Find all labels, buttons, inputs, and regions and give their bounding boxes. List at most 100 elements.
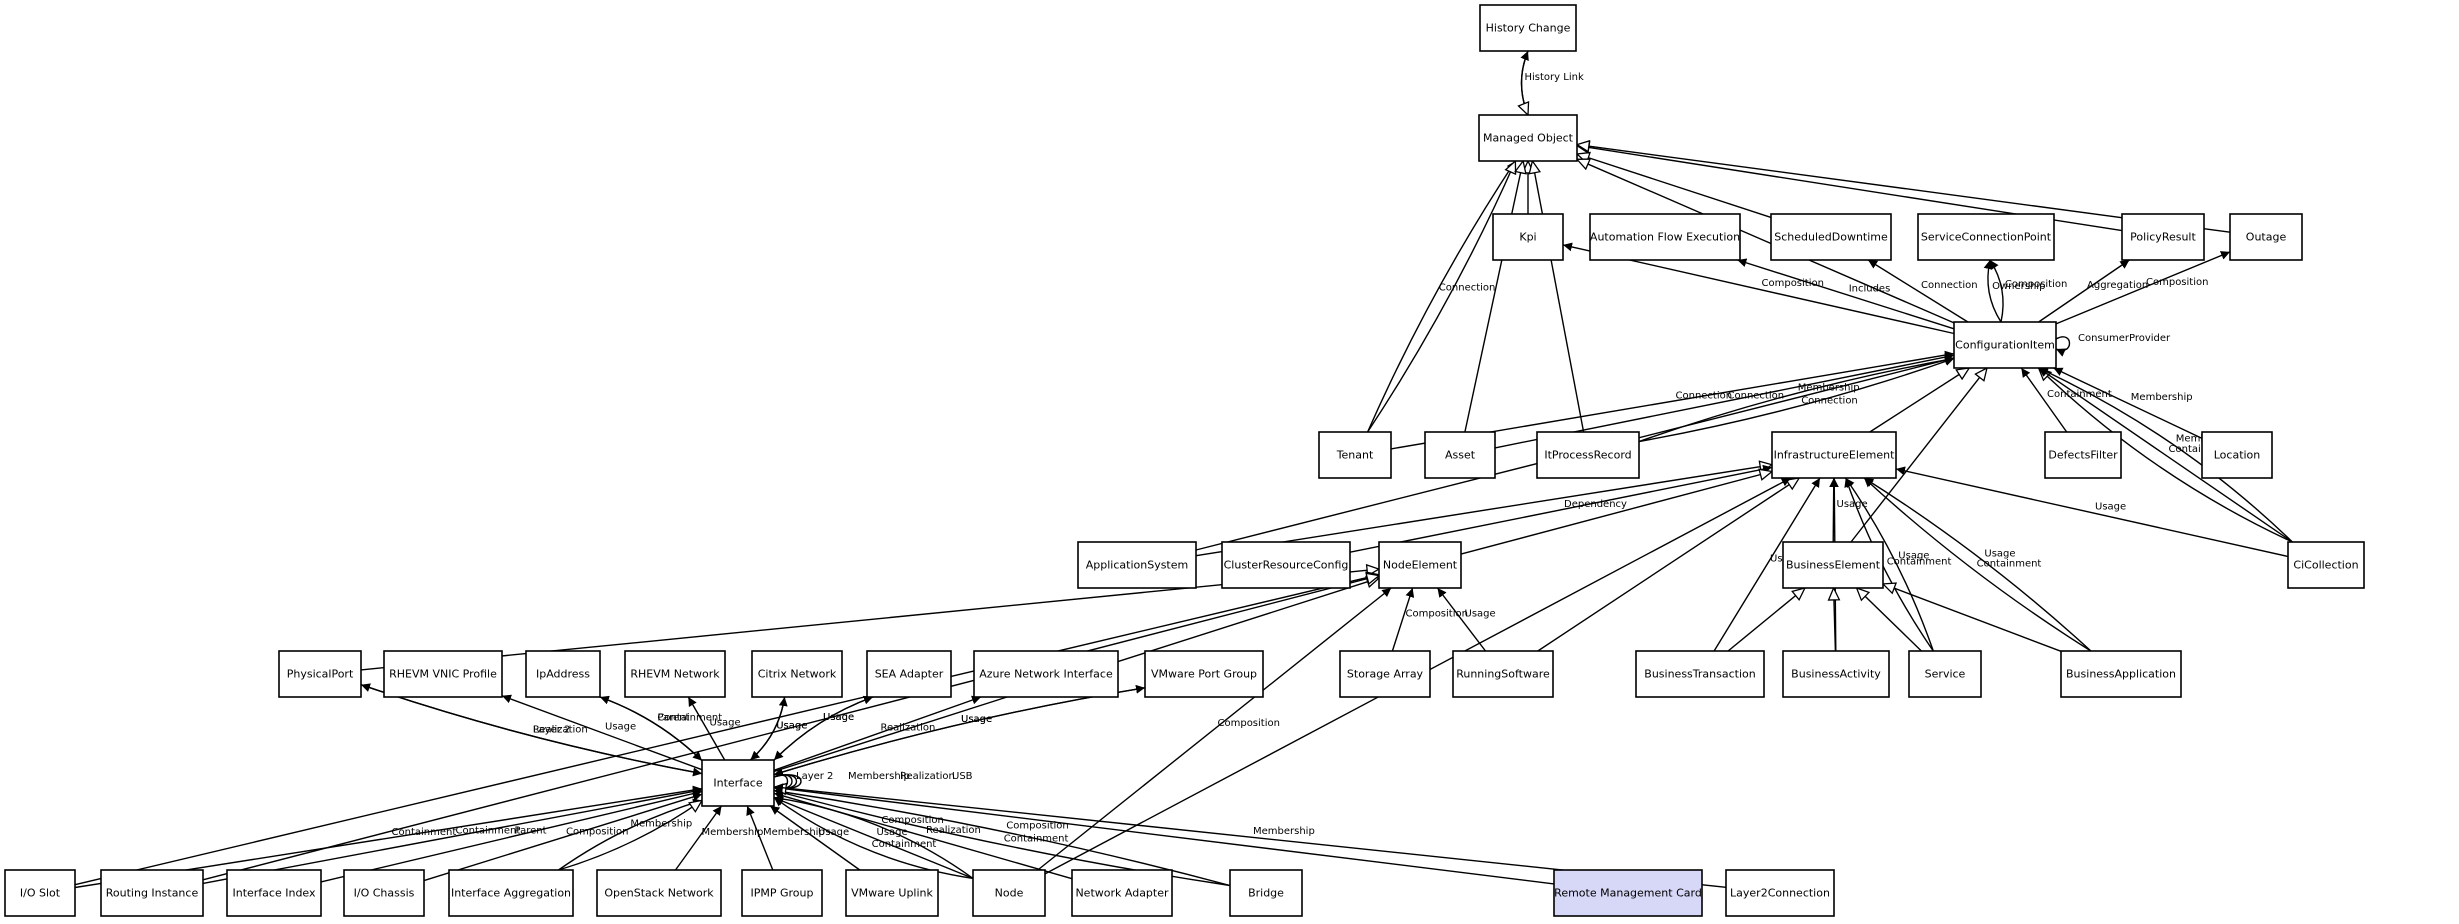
edge-interface-index-to-interface: Parent (320, 789, 703, 883)
edge-label: Usage (823, 712, 854, 723)
node-asset[interactable]: Asset (1424, 431, 1496, 479)
edge-label: Realization (881, 723, 936, 734)
edge-line (2055, 336, 2071, 357)
node-box (1077, 541, 1197, 589)
node-defects-filter[interactable]: DefectsFilter (2044, 431, 2122, 479)
node-vmware-port-group[interactable]: VMware Port Group (1144, 650, 1264, 698)
node-label: PhysicalPort (287, 668, 354, 681)
node-cluster-resource-config[interactable]: ClusterResourceConfig (1221, 541, 1351, 589)
node-storage-array[interactable]: Storage Array (1339, 650, 1431, 698)
node-interface[interactable]: Interface (701, 759, 775, 807)
edge-label: Containment (872, 839, 937, 850)
edge-business-activity-to-business-element (1834, 588, 1836, 652)
node-label: Remote Management Card (1554, 887, 1702, 900)
node-io-chassis[interactable]: I/O Chassis (343, 869, 425, 917)
edge-line (1863, 477, 2092, 652)
node-io-slot[interactable]: I/O Slot (4, 869, 76, 917)
node-ipmp-group[interactable]: IPMP Group (741, 869, 823, 917)
edge-location-to-configuration-item: Membership (2053, 367, 2203, 440)
node-configuration-item[interactable]: ConfigurationItem (1953, 321, 2057, 369)
edge-ipmp-group-to-interface: Membership (746, 805, 825, 871)
node-azure-network-interface[interactable]: Azure Network Interface (973, 650, 1119, 698)
node-label: Asset (1445, 449, 1476, 462)
node-policy-result[interactable]: PolicyResult (2121, 213, 2205, 261)
edge-label: Containment (1887, 556, 1952, 567)
node-label: Location (2214, 449, 2261, 462)
edge-line (773, 687, 1146, 777)
node-business-transaction[interactable]: BusinessTransaction (1635, 650, 1765, 698)
edge-label: Containment (657, 712, 722, 723)
node-managed-object[interactable]: Managed Object (1478, 114, 1578, 162)
node-network-adapter[interactable]: Network Adapter (1071, 869, 1173, 917)
node-label: Routing Instance (106, 887, 199, 900)
edge-line (2038, 367, 2293, 543)
node-node[interactable]: Node (972, 869, 1046, 917)
edge-line (558, 800, 703, 871)
node-label: Bridge (1248, 887, 1284, 900)
node-label: ClusterResourceConfig (1224, 559, 1349, 572)
edge-label: Membership (848, 771, 910, 782)
node-location[interactable]: Location (2201, 431, 2273, 479)
edge-label: Usage (1984, 548, 2015, 559)
node-application-system[interactable]: ApplicationSystem (1077, 541, 1197, 589)
edge-line (1436, 587, 1487, 652)
edge-label: Containment (456, 826, 521, 837)
node-running-software[interactable]: RunningSoftware (1452, 650, 1554, 698)
node-history-change[interactable]: History Change (1479, 4, 1577, 52)
node-bridge[interactable]: Bridge (1229, 869, 1303, 917)
node-vmware-uplink[interactable]: VMware Uplink (845, 869, 939, 917)
node-box (973, 650, 1119, 698)
node-box (1536, 431, 1640, 479)
edge-label: Connection (1921, 280, 1978, 291)
node-openstack-network[interactable]: OpenStack Network (596, 869, 722, 917)
node-kpi[interactable]: Kpi (1492, 213, 1564, 261)
node-box (2287, 541, 2365, 589)
node-ip-address[interactable]: IpAddress (525, 650, 601, 698)
node-sea-adapter[interactable]: SEA Adapter (866, 650, 952, 698)
edge-scheduled-downtime-to-managed-object (1577, 154, 1772, 219)
node-interface-index[interactable]: Interface Index (226, 869, 322, 917)
node-service-connection-point[interactable]: ServiceConnectionPoint (1917, 213, 2055, 261)
node-scheduled-downtime[interactable]: ScheduledDowntime (1770, 213, 1892, 261)
node-routing-instance[interactable]: Routing Instance (100, 869, 204, 917)
node-infrastructure-element[interactable]: InfrastructureElement (1771, 431, 1897, 479)
edge-line (2055, 251, 2231, 325)
edge-label: Usage (710, 718, 741, 729)
node-itprocess-record[interactable]: ItProcessRecord (1536, 431, 1640, 479)
node-tenant[interactable]: Tenant (1318, 431, 1392, 479)
node-business-element[interactable]: BusinessElement (1782, 541, 1884, 589)
edge-label: Usage (2095, 502, 2126, 513)
node-service[interactable]: Service (1908, 650, 1982, 698)
node-citrix-network[interactable]: Citrix Network (751, 650, 843, 698)
edge-label: Layer 2 (533, 724, 570, 735)
node-interface-aggregation[interactable]: Interface Aggregation (448, 869, 574, 917)
edge-line (1869, 368, 1969, 433)
node-physical-port[interactable]: PhysicalPort (278, 650, 362, 698)
node-node-element[interactable]: NodeElement (1378, 541, 1462, 589)
node-label: NodeElement (1383, 559, 1458, 572)
edge-managed-object-to-history-change: History Link (1520, 50, 1584, 116)
node-rhevm-network[interactable]: RHEVM Network (624, 650, 726, 698)
node-rhevm-vnic-profile[interactable]: RHEVM VNIC Profile (383, 650, 503, 698)
edge-label: Usage (1898, 551, 1929, 562)
node-business-activity[interactable]: BusinessActivity (1782, 650, 1890, 698)
node-ci-collection[interactable]: CiCollection (2287, 541, 2365, 589)
node-outage[interactable]: Outage (2229, 213, 2303, 261)
node-box (1635, 650, 1765, 698)
node-automation-flow-execution[interactable]: Automation Flow Execution (1589, 213, 1741, 261)
node-remote-management-card[interactable]: Remote Management Card (1553, 869, 1703, 917)
edge-business-application-to-infrastructure-element: Usage (1863, 477, 2092, 652)
edge-line (360, 684, 703, 777)
node-box (1553, 869, 1703, 917)
edge-label: Dependency (1564, 499, 1627, 510)
node-label: Storage Array (1347, 668, 1424, 681)
edge-line (1367, 161, 1516, 433)
node-business-application[interactable]: BusinessApplication (2060, 650, 2182, 698)
node-label: Citrix Network (758, 668, 837, 681)
edge-label: Membership (702, 827, 764, 838)
edge-configuration-item-to-outage: Composition (2055, 251, 2231, 325)
node-box (1452, 650, 1554, 698)
node-layer2-connection[interactable]: Layer2Connection (1725, 869, 1835, 917)
edge-vmware-port-group-to-interface: Usage (773, 687, 1146, 777)
